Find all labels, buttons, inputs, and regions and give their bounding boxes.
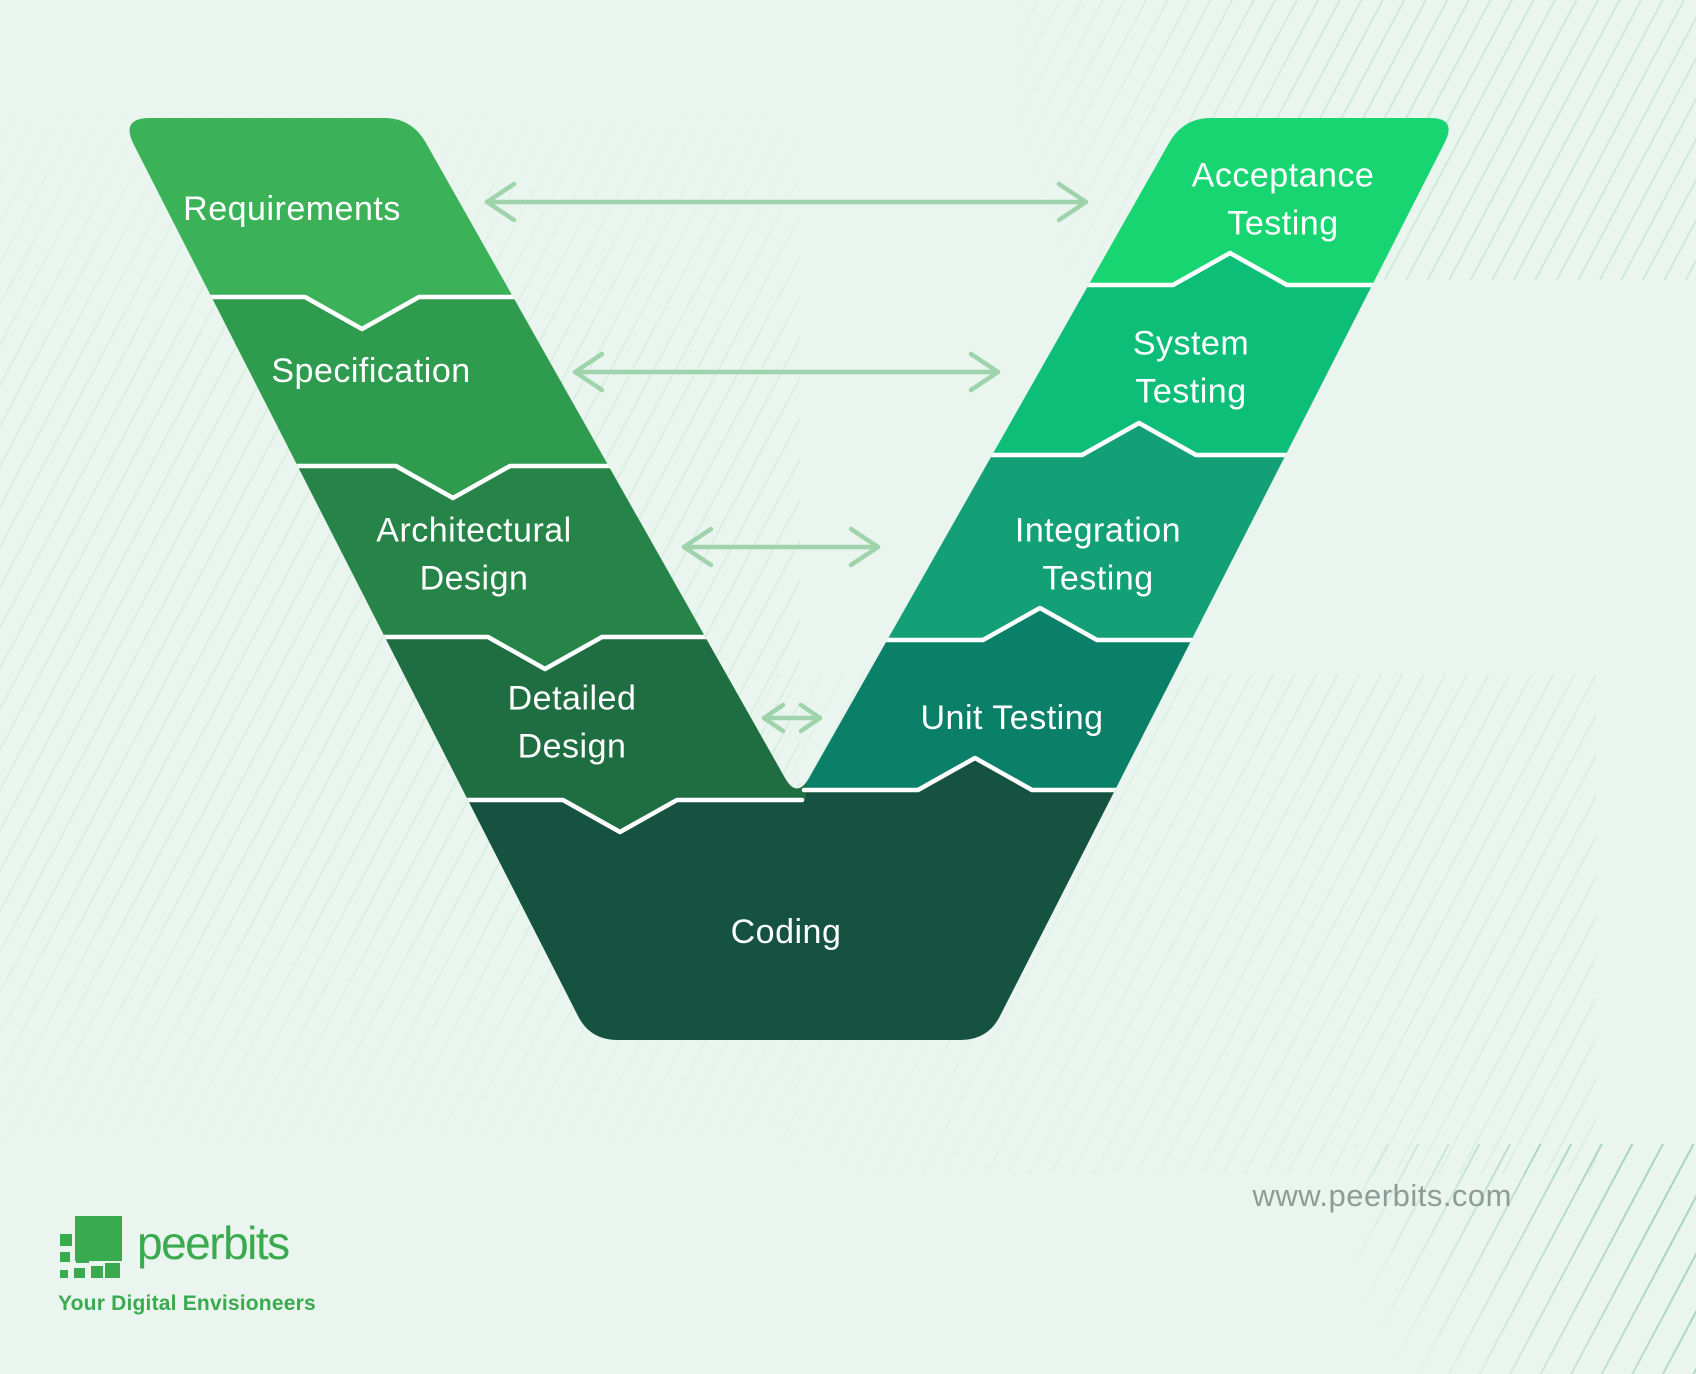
segment-detailed-design xyxy=(129,637,806,800)
divider-req-spec xyxy=(200,294,524,332)
tab-architectural-design xyxy=(488,637,602,669)
pixel-squares-logo-icon xyxy=(60,1216,122,1278)
stage-label-system-testing: System Testing xyxy=(1132,324,1250,411)
segment-integration-testing xyxy=(806,455,1449,640)
divider-int-unit xyxy=(877,605,1202,643)
arrow-architectural-integration xyxy=(681,526,881,568)
brand-name: peerbits xyxy=(137,1217,290,1269)
stage-label-requirements: Requirements xyxy=(183,189,401,228)
tab-system-testing xyxy=(1173,253,1287,285)
brand-tagline: Your Digital Envisioneers xyxy=(58,1292,316,1315)
tab-coding xyxy=(918,758,1032,790)
tab-specification xyxy=(396,466,510,498)
tab-unit-testing xyxy=(983,608,1097,640)
divider-acc-sys xyxy=(1078,250,1383,288)
divider-arch-detail xyxy=(374,634,716,672)
arrow-detailed-unit xyxy=(761,702,823,734)
divider-detail-coding xyxy=(457,797,805,835)
tab-integration-testing xyxy=(1082,423,1196,455)
website-url: www.peerbits.com xyxy=(1252,1178,1512,1213)
stage-label-architectural-design: Architectural Design xyxy=(376,511,572,598)
brand-block: peerbits Your Digital Envisioneers xyxy=(58,1214,316,1316)
stage-label-unit-testing: Unit Testing xyxy=(920,698,1104,737)
arrow-specification-system xyxy=(572,351,1001,393)
arrow-requirements-acceptance xyxy=(484,181,1089,223)
divider-unit-coding xyxy=(801,755,1125,793)
stage-label-coding: Coding xyxy=(730,912,842,951)
tab-requirements xyxy=(305,297,419,329)
stage-label-detailed-design: Detailed Design xyxy=(507,679,637,766)
stage-label-integration-testing: Integration Testing xyxy=(1014,511,1182,598)
stage-label-acceptance-testing: Acceptance Testing xyxy=(1191,156,1375,243)
divider-lines xyxy=(200,250,1383,835)
divider-spec-arch xyxy=(287,463,620,501)
segment-coding xyxy=(129,790,1449,1040)
tab-detailed-design xyxy=(563,800,677,832)
stage-label-specification: Specification xyxy=(271,351,471,390)
divider-sys-int xyxy=(982,420,1296,458)
correspondence-arrows xyxy=(484,181,1089,734)
